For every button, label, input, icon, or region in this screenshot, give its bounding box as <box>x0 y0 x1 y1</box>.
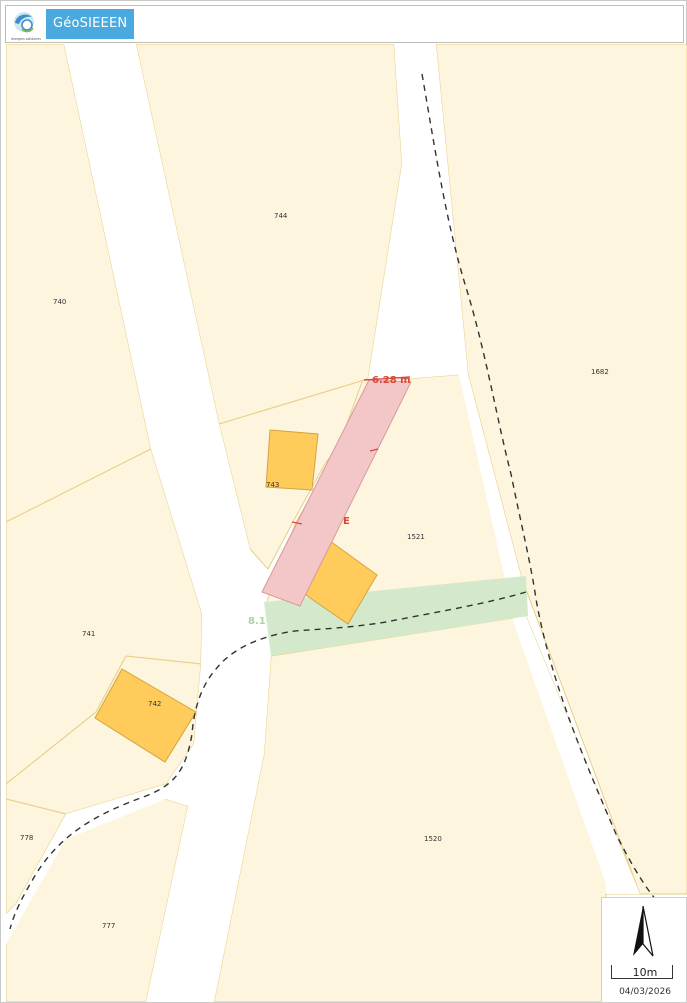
app-header: énergies solidaires GéoSIEEEN <box>5 5 684 43</box>
sieeen-logo-icon: énergies solidaires <box>11 12 41 41</box>
brand-badge[interactable]: GéoSIEEEN <box>46 9 135 39</box>
measure-tick-top <box>363 376 411 381</box>
measure-top: 6.28 m <box>372 375 411 386</box>
measure-tick-right <box>369 448 379 452</box>
parcel-label-741: 741 <box>82 630 95 638</box>
parcel-label-778: 778 <box>20 834 33 842</box>
road-right <box>394 44 640 894</box>
parcel-label-742: 742 <box>148 700 161 708</box>
road-junction <box>362 164 468 384</box>
scale-label: 10m <box>632 966 658 979</box>
building-743[interactable] <box>265 429 319 491</box>
building-742[interactable] <box>94 668 197 763</box>
parcel-label-1682: 1682 <box>591 368 609 376</box>
network-line <box>421 73 659 903</box>
parcel-label-743: 743 <box>266 481 279 489</box>
scale-bar <box>611 965 673 979</box>
parcel-label-1521: 1521 <box>407 533 425 541</box>
scale-panel: 10m 04/03/2026 <box>601 897 687 1003</box>
north-arrow-icon <box>633 906 654 957</box>
cadastral-map[interactable]: 6.28 m E 8.1 744 740 1682 743 1521 741 7… <box>6 44 687 1002</box>
parcel-labels: 744 740 1682 743 1521 741 742 778 777 15… <box>20 212 609 930</box>
network-line-branch <box>9 591 527 930</box>
roads-layer <box>6 44 640 1002</box>
parcel-label-777: 777 <box>102 922 115 930</box>
measure-green: 8.1 <box>248 616 266 627</box>
project-zone[interactable] <box>261 379 412 607</box>
parcel-label-744: 744 <box>274 212 288 220</box>
logo-caption: énergies solidaires <box>11 37 41 41</box>
parcel-label-1520: 1520 <box>424 835 442 843</box>
measurements-layer: 6.28 m E 8.1 <box>248 375 411 627</box>
measure-tick-mid <box>291 521 303 525</box>
parcels-layer <box>6 44 687 1002</box>
parcel-label-740: 740 <box>53 298 66 306</box>
road-branch-lower-left <box>6 784 188 944</box>
road-main-left <box>64 44 271 1002</box>
print-date: 04/03/2026 <box>619 987 671 997</box>
measure-letter: E <box>343 516 350 527</box>
map-canvas[interactable]: 6.28 m E 8.1 744 740 1682 743 1521 741 7… <box>6 44 687 1002</box>
